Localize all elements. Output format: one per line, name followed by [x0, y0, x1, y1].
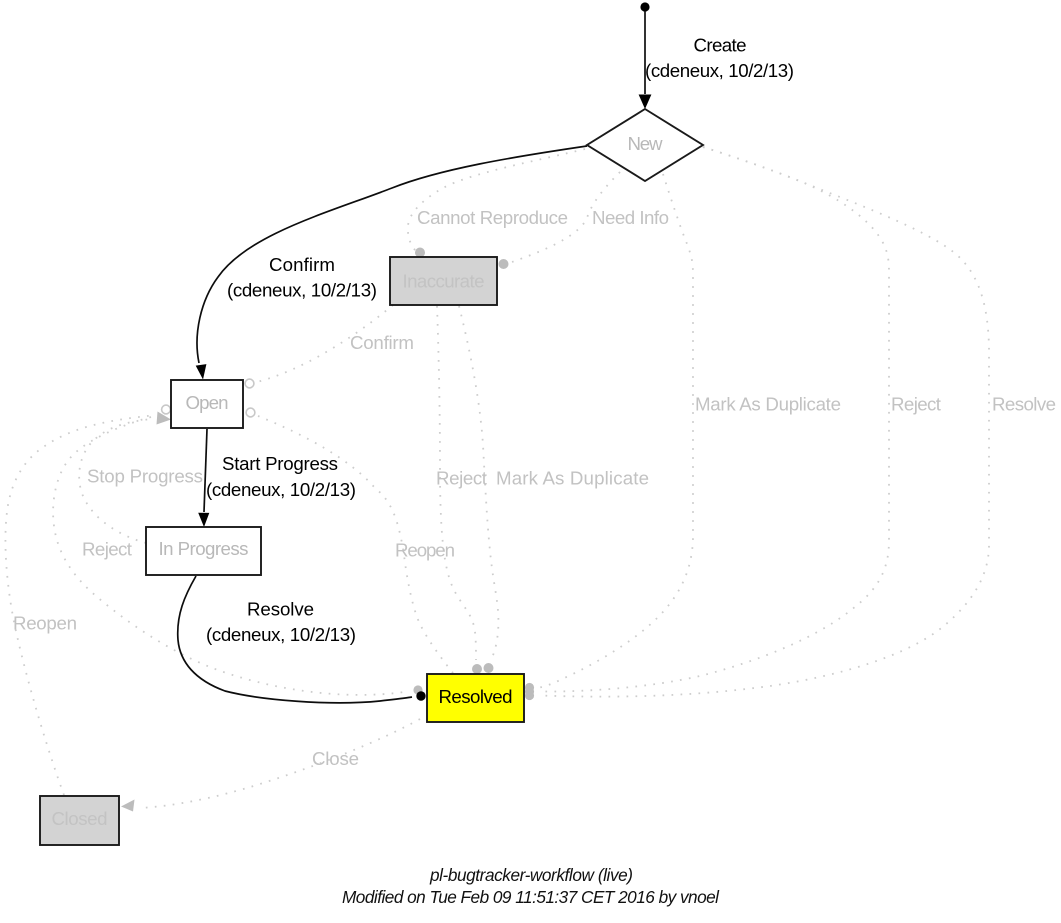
svg-text:Reject: Reject: [82, 539, 133, 560]
svg-text:Reopen: Reopen: [395, 540, 455, 561]
svg-text:Closed: Closed: [52, 808, 108, 829]
svg-text:Confirm: Confirm: [350, 332, 414, 353]
svg-text:Reopen: Reopen: [13, 613, 77, 634]
svg-text:(cdeneux, 10/2/13): (cdeneux, 10/2/13): [206, 624, 356, 645]
svg-text:(cdeneux, 10/2/13): (cdeneux, 10/2/13): [206, 479, 356, 500]
svg-text:Inaccurate: Inaccurate: [403, 271, 485, 292]
svg-text:Modified on Tue Feb 09 11:51:3: Modified on Tue Feb 09 11:51:37 CET 2016…: [342, 887, 720, 907]
svg-text:Create: Create: [694, 35, 747, 56]
svg-text:pl-bugtracker-workflow (live): pl-bugtracker-workflow (live): [429, 865, 633, 885]
svg-text:(cdeneux, 10/2/13): (cdeneux, 10/2/13): [227, 280, 377, 301]
svg-text:Close: Close: [312, 748, 359, 769]
svg-text:In Progress: In Progress: [159, 538, 249, 559]
svg-text:Mark As Duplicate: Mark As Duplicate: [695, 394, 841, 415]
svg-text:Mark As Duplicate: Mark As Duplicate: [496, 468, 649, 489]
svg-text:Start Progress: Start Progress: [222, 453, 338, 474]
svg-text:Resolved: Resolved: [439, 686, 513, 707]
svg-text:Resolve: Resolve: [992, 394, 1056, 415]
svg-text:Reject: Reject: [891, 394, 942, 415]
svg-text:Confirm: Confirm: [269, 254, 335, 275]
svg-text:Reject: Reject: [436, 468, 488, 489]
svg-text:New: New: [628, 133, 664, 154]
svg-text:Stop Progress: Stop Progress: [87, 466, 203, 487]
svg-text:Cannot Reproduce: Cannot Reproduce: [417, 207, 568, 228]
svg-text:(cdeneux, 10/2/13): (cdeneux, 10/2/13): [645, 60, 794, 81]
svg-text:Open: Open: [186, 392, 229, 413]
svg-text:Need Info: Need Info: [592, 207, 669, 228]
svg-text:Resolve: Resolve: [247, 599, 314, 620]
